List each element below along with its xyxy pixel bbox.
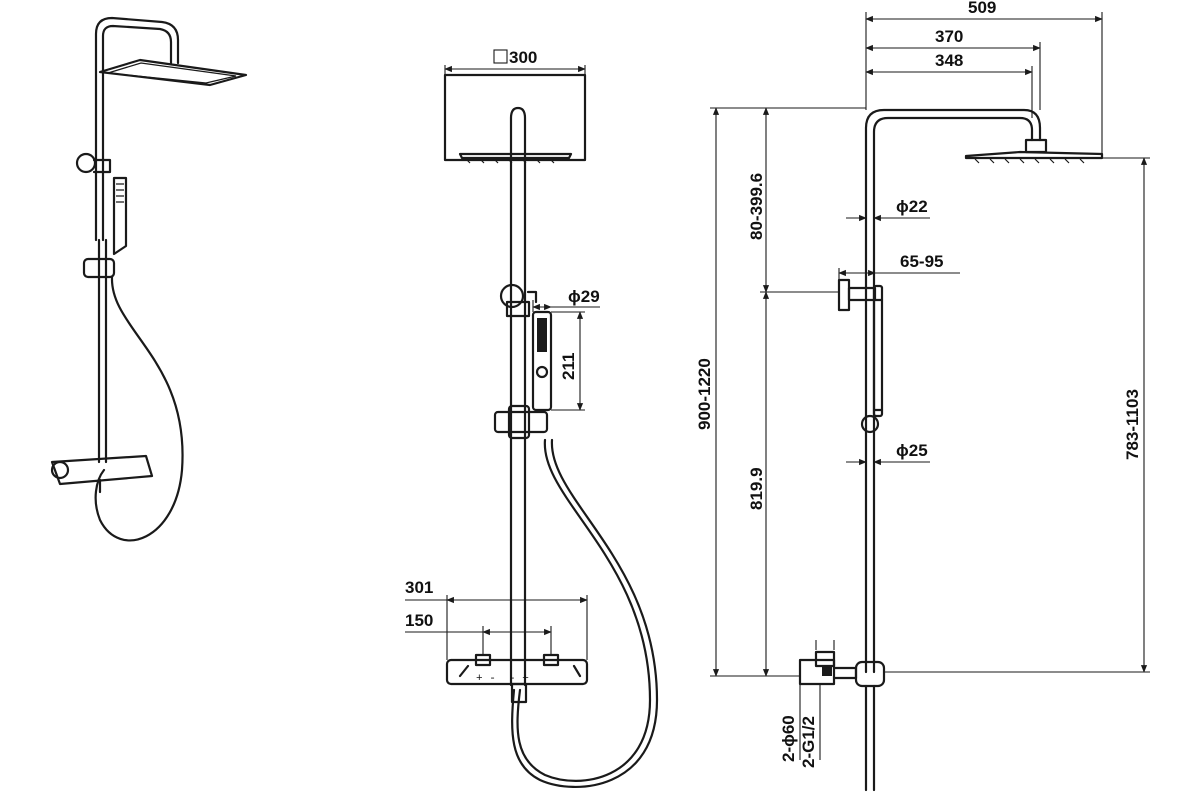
front-hand-shower <box>531 310 553 412</box>
dim-thread: 2-G1/2 <box>799 716 818 768</box>
side-shower-head <box>964 150 1104 160</box>
dim-inlet-centers: 150 <box>405 611 433 630</box>
dim-arm-reach: 370 <box>935 27 963 46</box>
dim-bracket-offset: 65-95 <box>900 252 943 271</box>
front-hose <box>516 438 652 782</box>
side-hand-shower <box>872 284 884 418</box>
dim-head-adjust: 80-399.6 <box>747 173 766 240</box>
dim-escutcheon: 2-ϕ60 <box>779 715 798 762</box>
iso-slider <box>82 257 116 279</box>
dim-hand-shower-length: 211 <box>559 353 578 380</box>
dim-height-range: 900-1220 <box>695 358 714 430</box>
side-riser-arm <box>864 108 1042 674</box>
dim-riser-height: 819.9 <box>747 467 766 510</box>
iso-wall-bracket <box>75 152 97 174</box>
dim-riser-top-diameter: ϕ22 <box>896 197 928 216</box>
side-view: 509 370 348 900-1220 80-399.6 819.9 ϕ22 … <box>695 0 1150 792</box>
side-slider <box>860 414 880 434</box>
dim-overall-depth: 509 <box>968 0 996 17</box>
dim-head-height-range: 783-1103 <box>1123 389 1142 460</box>
iso-lower-rail <box>97 238 108 464</box>
front-shower-head <box>458 152 573 160</box>
dim-riser-bottom-diameter: ϕ25 <box>896 441 928 460</box>
dim-bracket-diameter: ϕ29 <box>568 287 600 306</box>
isometric-view <box>50 16 248 542</box>
front-slider <box>493 410 549 434</box>
dim-head-square: 300 <box>509 48 537 67</box>
dim-arm-inner: 348 <box>935 51 963 70</box>
side-wall-bracket <box>837 278 851 312</box>
iso-shower-head <box>98 58 248 87</box>
front-head-outline <box>443 73 587 162</box>
square-symbol <box>493 49 508 64</box>
dim-valve-width: 301 <box>405 578 433 597</box>
front-mixer-marks: + - - + <box>476 673 529 685</box>
iso-hand-shower <box>112 176 128 256</box>
front-riser <box>509 158 527 687</box>
front-view: + - - + 300 ϕ29 211 301 150 <box>405 48 659 789</box>
iso-hose <box>94 275 184 542</box>
iso-riser-arm <box>94 16 180 242</box>
